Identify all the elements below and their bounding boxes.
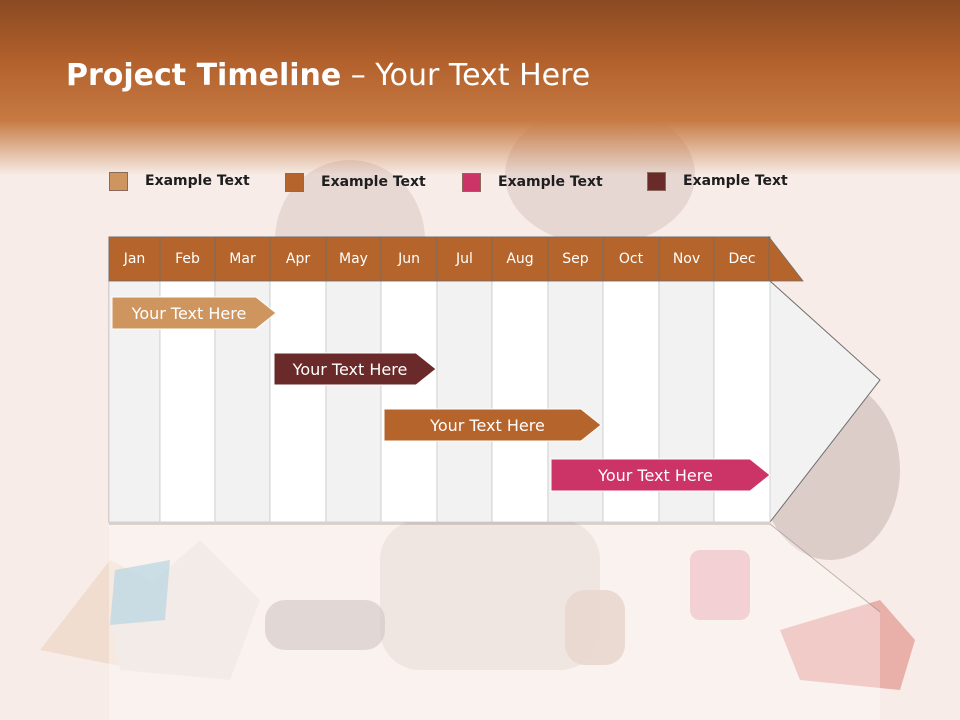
task-label-3: Your Text Here bbox=[430, 416, 545, 435]
legend-swatch-4 bbox=[647, 171, 666, 191]
month-label-aug: Aug bbox=[506, 251, 534, 267]
month-header-dec bbox=[713, 236, 771, 282]
month-label-apr: Apr bbox=[285, 251, 311, 267]
task-arrow-3 bbox=[383, 408, 602, 442]
month-header-oct bbox=[602, 236, 660, 282]
timeline-reflection-outline bbox=[109, 523, 881, 613]
month-label-oct: Oct bbox=[618, 251, 644, 267]
month-header-jan bbox=[108, 236, 161, 282]
month-header-apr bbox=[269, 236, 327, 282]
task-arrow-4 bbox=[550, 458, 771, 492]
month-label-mar: Mar bbox=[229, 251, 256, 267]
month-header-mar bbox=[214, 236, 271, 282]
month-column-jun bbox=[380, 280, 438, 523]
legend-item-2: Example Text bbox=[285, 172, 426, 192]
legend-swatch-3 bbox=[462, 172, 481, 192]
legend-label-3: Example Text bbox=[498, 174, 603, 190]
legend-item-3: Example Text bbox=[462, 172, 603, 192]
month-column-may bbox=[325, 280, 382, 523]
title-bold: Project Timeline bbox=[66, 58, 342, 93]
month-label-jan: Jan bbox=[123, 251, 146, 267]
month-column-apr bbox=[269, 280, 327, 523]
task-label-4: Your Text Here bbox=[598, 466, 713, 485]
month-label-may: May bbox=[339, 251, 368, 267]
title-rest: – Your Text Here bbox=[341, 58, 591, 93]
month-header-cells bbox=[108, 236, 771, 282]
month-header-jul bbox=[436, 236, 493, 282]
legend-label-4: Example Text bbox=[683, 173, 788, 189]
page-title: Project Timeline – Your Text Here bbox=[66, 58, 590, 108]
legend-item-1: Example Text bbox=[109, 171, 250, 191]
month-column-aug bbox=[491, 280, 549, 523]
legend-label-1: Example Text bbox=[145, 173, 250, 189]
header-band bbox=[0, 0, 960, 175]
task-arrow-1 bbox=[111, 296, 277, 330]
month-label-jul: Jul bbox=[456, 251, 473, 267]
legend-swatch-2 bbox=[285, 172, 304, 192]
legend-item-4: Example Text bbox=[647, 171, 788, 191]
legend-swatch-1 bbox=[109, 171, 128, 191]
legend-label-2: Example Text bbox=[321, 174, 426, 190]
month-header-may bbox=[325, 236, 382, 282]
month-label-feb: Feb bbox=[175, 251, 200, 267]
month-header-nov bbox=[658, 236, 715, 282]
task-label-1: Your Text Here bbox=[131, 304, 247, 323]
month-label-dec: Dec bbox=[728, 251, 756, 267]
month-label-jun: Jun bbox=[398, 251, 420, 267]
task-label-2: Your Text Here bbox=[292, 360, 408, 379]
task-arrows bbox=[111, 296, 771, 492]
timeline-reflection bbox=[109, 524, 880, 720]
month-column-jul bbox=[436, 280, 493, 523]
month-label-nov: Nov bbox=[672, 251, 701, 267]
task-arrow-2 bbox=[273, 352, 437, 386]
month-label-sep: Sep bbox=[562, 251, 589, 267]
header-arrow-tip bbox=[768, 235, 804, 282]
